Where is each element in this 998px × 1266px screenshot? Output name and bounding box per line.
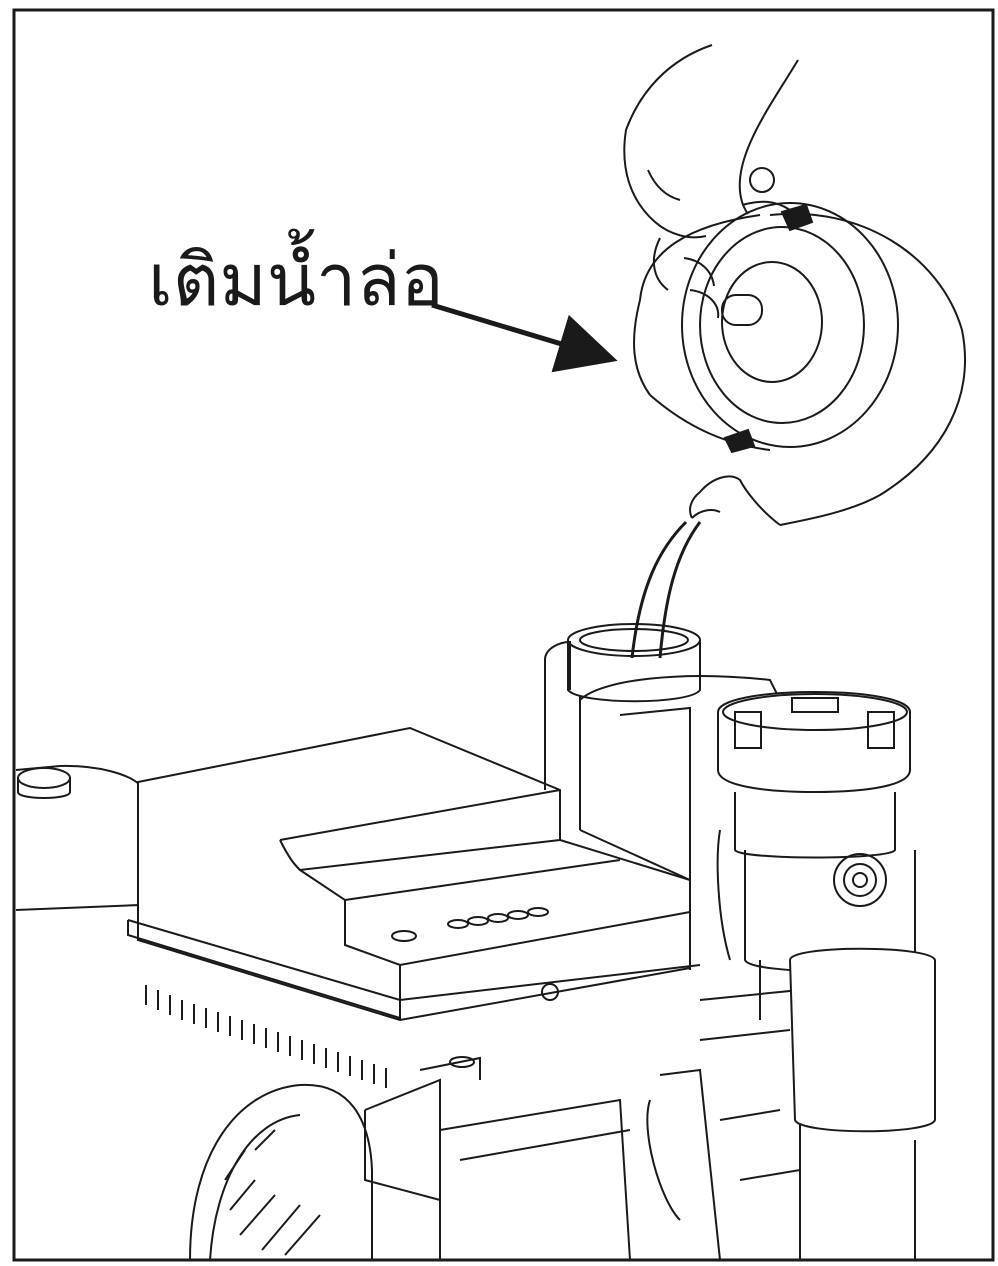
instruction-label: เติมน้ำล่อ	[148, 228, 444, 322]
